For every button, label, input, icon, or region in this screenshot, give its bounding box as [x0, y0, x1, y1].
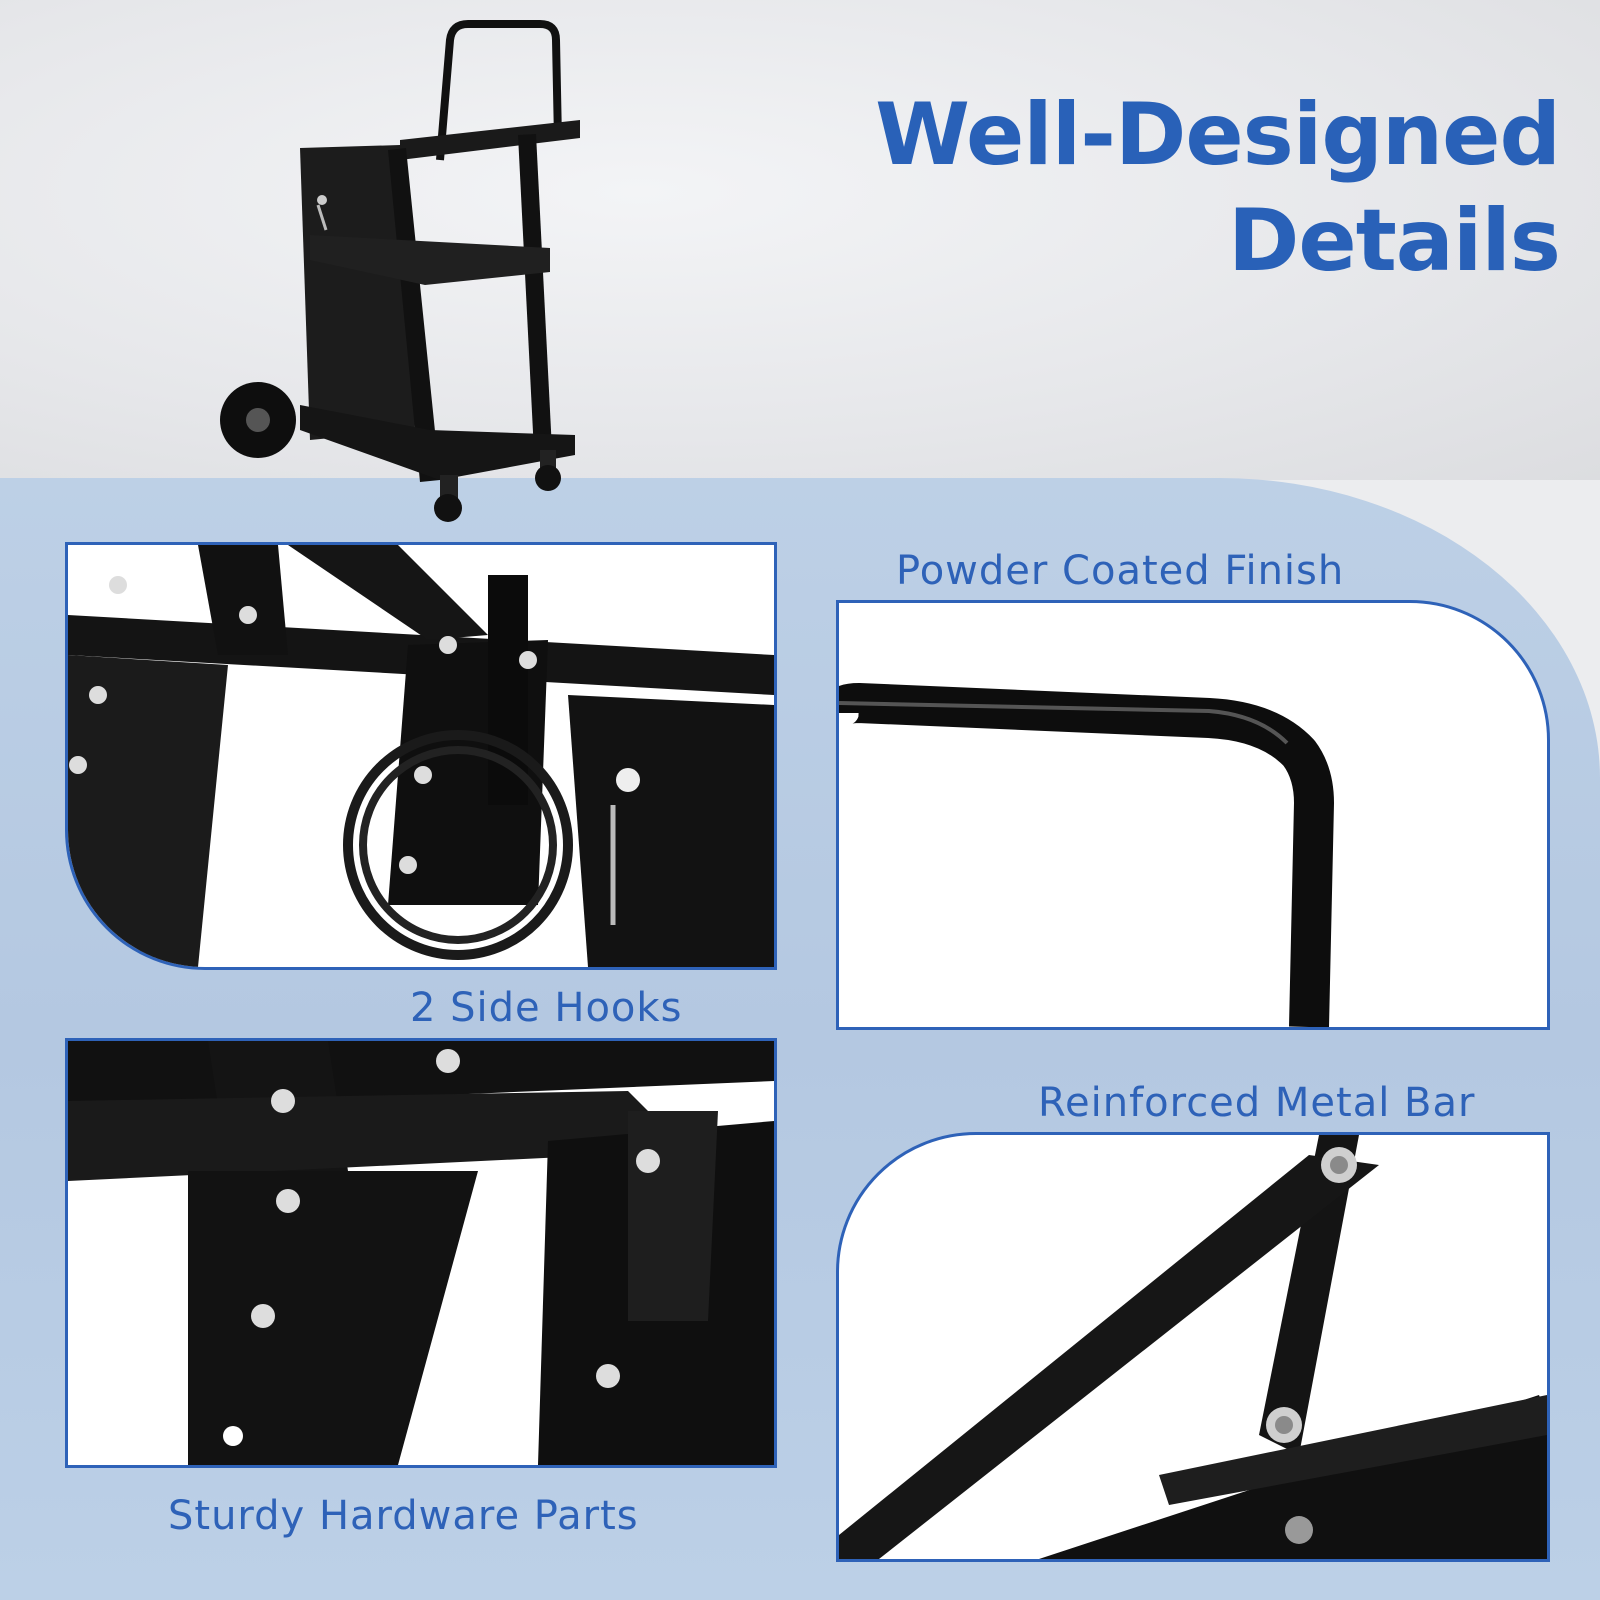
headline-line-1: Well-Designed — [875, 85, 1561, 185]
side-hooks-photo — [65, 542, 777, 970]
label-powder-coated: Powder Coated Finish — [896, 548, 1345, 594]
label-side-hooks: 2 Side Hooks — [410, 985, 683, 1031]
metal-bar-photo — [836, 1132, 1550, 1562]
powder-coated-photo — [836, 600, 1550, 1030]
headline-line-2: Details — [1227, 191, 1561, 291]
hardware-photo — [65, 1038, 777, 1468]
headline: Well-Designed Details — [800, 82, 1561, 294]
label-metal-bar: Reinforced Metal Bar — [1038, 1080, 1476, 1126]
welding-cart-image — [220, 20, 580, 522]
label-hardware: Sturdy Hardware Parts — [168, 1493, 639, 1539]
